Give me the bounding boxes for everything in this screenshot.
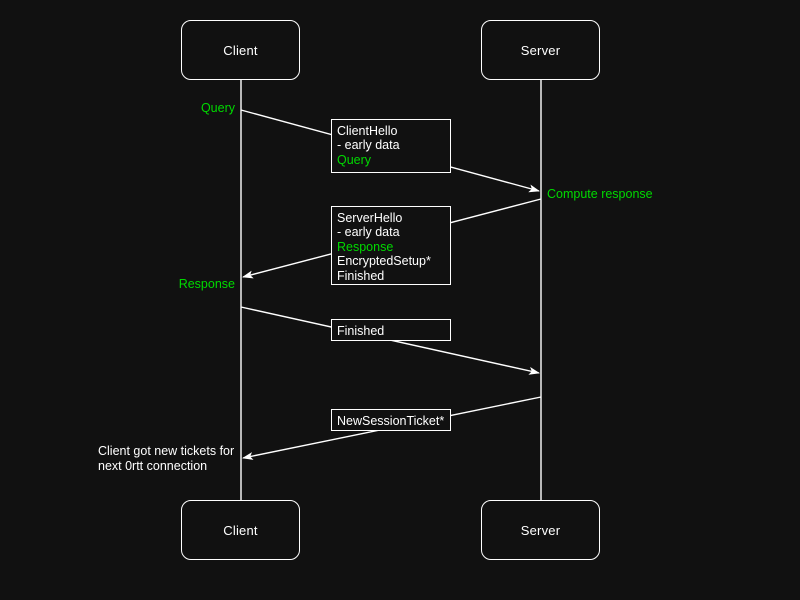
message-box-finished[interactable]: Finished xyxy=(331,319,451,341)
actor-label: Server xyxy=(520,522,561,538)
message-line: ServerHello xyxy=(337,211,403,225)
message-line: Finished xyxy=(337,268,385,283)
message-line: Query xyxy=(337,152,372,167)
note-line: Client got new tickets for xyxy=(98,444,235,458)
actor-box-server-top[interactable]: Server xyxy=(481,20,600,80)
actor-label: Client xyxy=(223,42,258,58)
message-line: - early data xyxy=(337,225,400,240)
compute-response-note: Compute response xyxy=(547,187,653,201)
actor-box-client-top[interactable]: Client xyxy=(181,20,300,80)
actor-label: Client xyxy=(223,522,258,538)
actor-label: Server xyxy=(520,42,561,58)
query-note: Query xyxy=(200,101,235,115)
message-line: ClientHello xyxy=(337,124,398,138)
message-line: Response xyxy=(337,239,394,254)
response-note: Response xyxy=(178,277,235,291)
actor-box-server-bottom[interactable]: Server xyxy=(481,500,600,560)
message-line: EncryptedSetup* xyxy=(337,254,431,269)
message-line: Finished xyxy=(337,324,385,338)
message-line: - early data xyxy=(337,138,400,153)
message-line: NewSessionTicket* xyxy=(337,414,445,428)
actor-box-client-bottom[interactable]: Client xyxy=(181,500,300,560)
note-line: next 0rtt connection xyxy=(98,459,208,473)
message-box-new-session-ticket[interactable]: NewSessionTicket* xyxy=(331,409,451,431)
